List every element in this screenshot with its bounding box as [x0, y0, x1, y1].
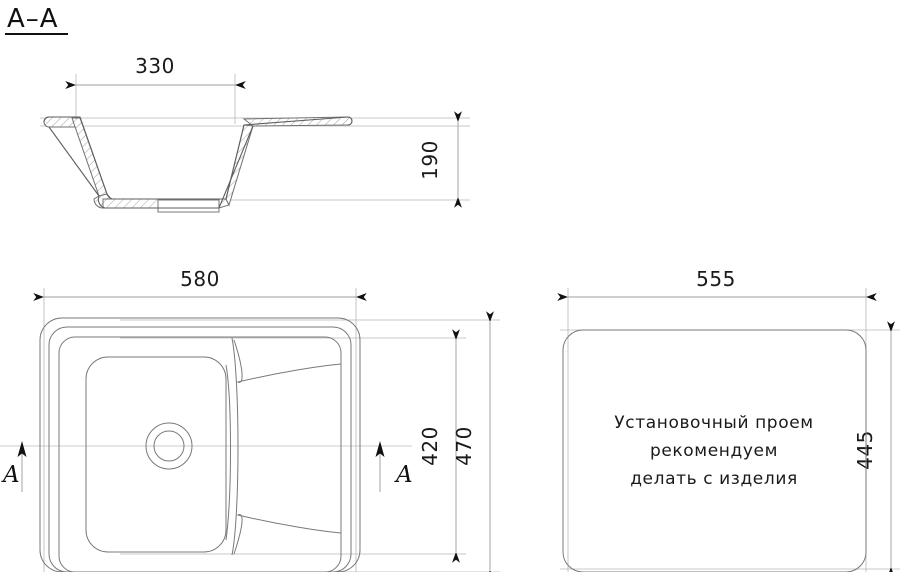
- section-inner-outline: [48, 125, 254, 209]
- dim-label-555: 555: [696, 267, 736, 291]
- dim-label-470: 470: [452, 426, 476, 466]
- dim-label-420: 420: [418, 426, 442, 466]
- section-left-wall: [71, 117, 108, 197]
- drain-hole-outer-circle: [145, 422, 193, 470]
- sink-inner-deck-edge: [58, 336, 342, 572]
- section-title: A–A: [7, 4, 59, 34]
- section-marker-label-left: A: [1, 462, 20, 488]
- cross-section-view: 330 190: [40, 54, 470, 213]
- dim-label-445: 445: [853, 430, 877, 470]
- plan-view: 580 420 470: [0, 267, 500, 572]
- section-marker-right: A: [375, 441, 413, 492]
- dim-label-190: 190: [418, 140, 442, 180]
- drainboard-curve-top: [225, 364, 231, 541]
- section-bottom-wall: [102, 198, 159, 209]
- drainboard-curve-inner-bottom: [233, 514, 342, 555]
- sink-deck-edge: [48, 326, 352, 572]
- drainboard-ridge-left: [231, 337, 239, 556]
- section-drain-recess: [157, 199, 220, 213]
- cutout-view: 555 445 Установочный проем рекомендуем д…: [557, 267, 900, 572]
- sink-bowl-outline: [85, 356, 227, 553]
- section-profile-outline: [43, 116, 353, 200]
- section-arrow-head-right: [375, 441, 385, 457]
- section-marker-label-right: A: [394, 462, 413, 488]
- cutout-note-line-1: Установочный проем: [614, 413, 813, 433]
- section-marker-left: A: [1, 441, 27, 492]
- section-title-group: A–A: [5, 4, 68, 35]
- cutout-note-line-2: рекомендуем: [650, 441, 778, 461]
- drain-hole-inner-circle: [153, 430, 185, 462]
- dim-label-330: 330: [135, 54, 175, 78]
- drainboard-curve-inner: [233, 339, 342, 383]
- cutout-note-line-3: делать с изделия: [630, 469, 798, 489]
- sink-outer-edge: [39, 317, 361, 572]
- section-arrow-head-left: [17, 441, 27, 457]
- dim-label-580: 580: [180, 267, 220, 291]
- cutout-outline: [562, 329, 867, 572]
